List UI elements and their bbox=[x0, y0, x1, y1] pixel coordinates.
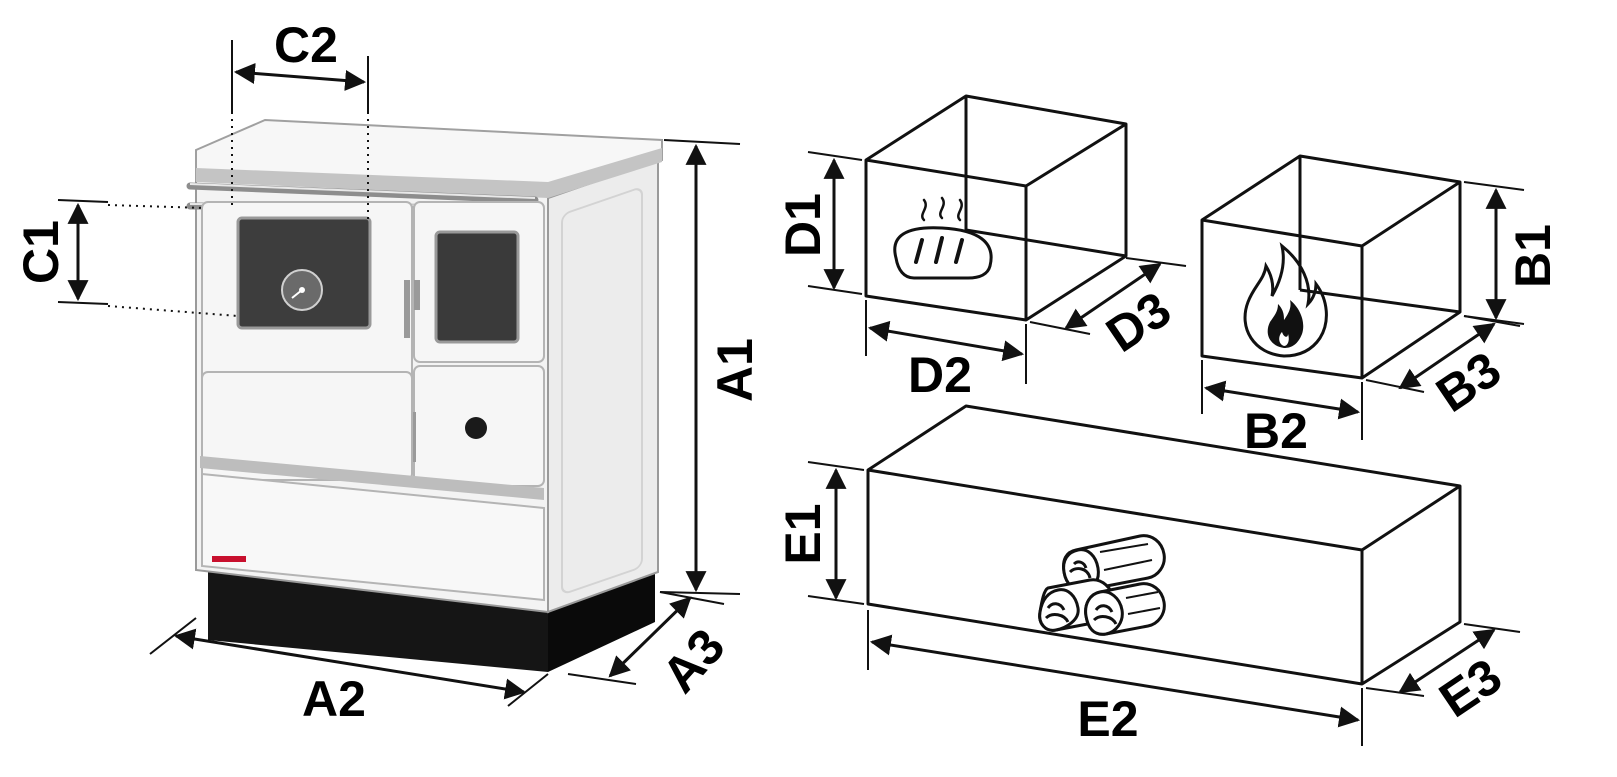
b3-dimension-line bbox=[1398, 322, 1496, 390]
e3-label: E3 bbox=[1429, 648, 1511, 729]
c2-label: C2 bbox=[274, 17, 338, 73]
e1-label: E1 bbox=[775, 503, 831, 564]
b2-label: B2 bbox=[1244, 403, 1308, 459]
cooktop-edge bbox=[196, 148, 662, 198]
d3-label: D3 bbox=[1096, 281, 1180, 363]
oven-door-handle bbox=[404, 280, 410, 338]
stove-side-inset bbox=[561, 188, 643, 594]
e2-label: E2 bbox=[1077, 691, 1138, 747]
wood-drawer-box: E1 E2 E3 bbox=[775, 404, 1521, 747]
wood-stove bbox=[186, 118, 663, 672]
air-control-knob bbox=[465, 417, 487, 439]
brand-badge bbox=[212, 556, 246, 562]
firebox-window bbox=[434, 230, 520, 344]
kickplate-rail bbox=[200, 456, 544, 500]
d1-label: D1 bbox=[775, 193, 831, 257]
a1-label: A1 bbox=[707, 338, 763, 402]
towel-rail-top bbox=[186, 182, 539, 204]
wood-drawer bbox=[201, 472, 545, 602]
flame-icon bbox=[1243, 242, 1328, 358]
a3-label: A3 bbox=[651, 618, 735, 703]
d3-dimension-line bbox=[1064, 262, 1162, 330]
e3-dimension-line bbox=[1398, 628, 1496, 694]
bread-icon bbox=[893, 196, 993, 280]
a3-dimension-line bbox=[608, 596, 692, 678]
b1-label: B1 bbox=[1505, 224, 1561, 288]
oven-box: D1 D2 D3 bbox=[775, 94, 1187, 403]
firebox-box: B1 B2 B3 bbox=[1200, 154, 1561, 459]
d2-label: D2 bbox=[908, 347, 972, 403]
a2-dimension-line bbox=[173, 628, 527, 700]
c1-label: C1 bbox=[13, 220, 69, 284]
e2-dimension-line bbox=[869, 634, 1361, 728]
d2-dimension-line bbox=[867, 320, 1025, 362]
b2-dimension-line bbox=[1203, 380, 1361, 420]
c2-dimension-line bbox=[233, 63, 367, 91]
firewood-logs-icon bbox=[1038, 534, 1166, 636]
firebox-door-handle bbox=[414, 280, 420, 310]
oven-lower-panel bbox=[201, 371, 413, 481]
b3-label: B3 bbox=[1426, 341, 1510, 423]
a2-label: A2 bbox=[302, 671, 366, 727]
